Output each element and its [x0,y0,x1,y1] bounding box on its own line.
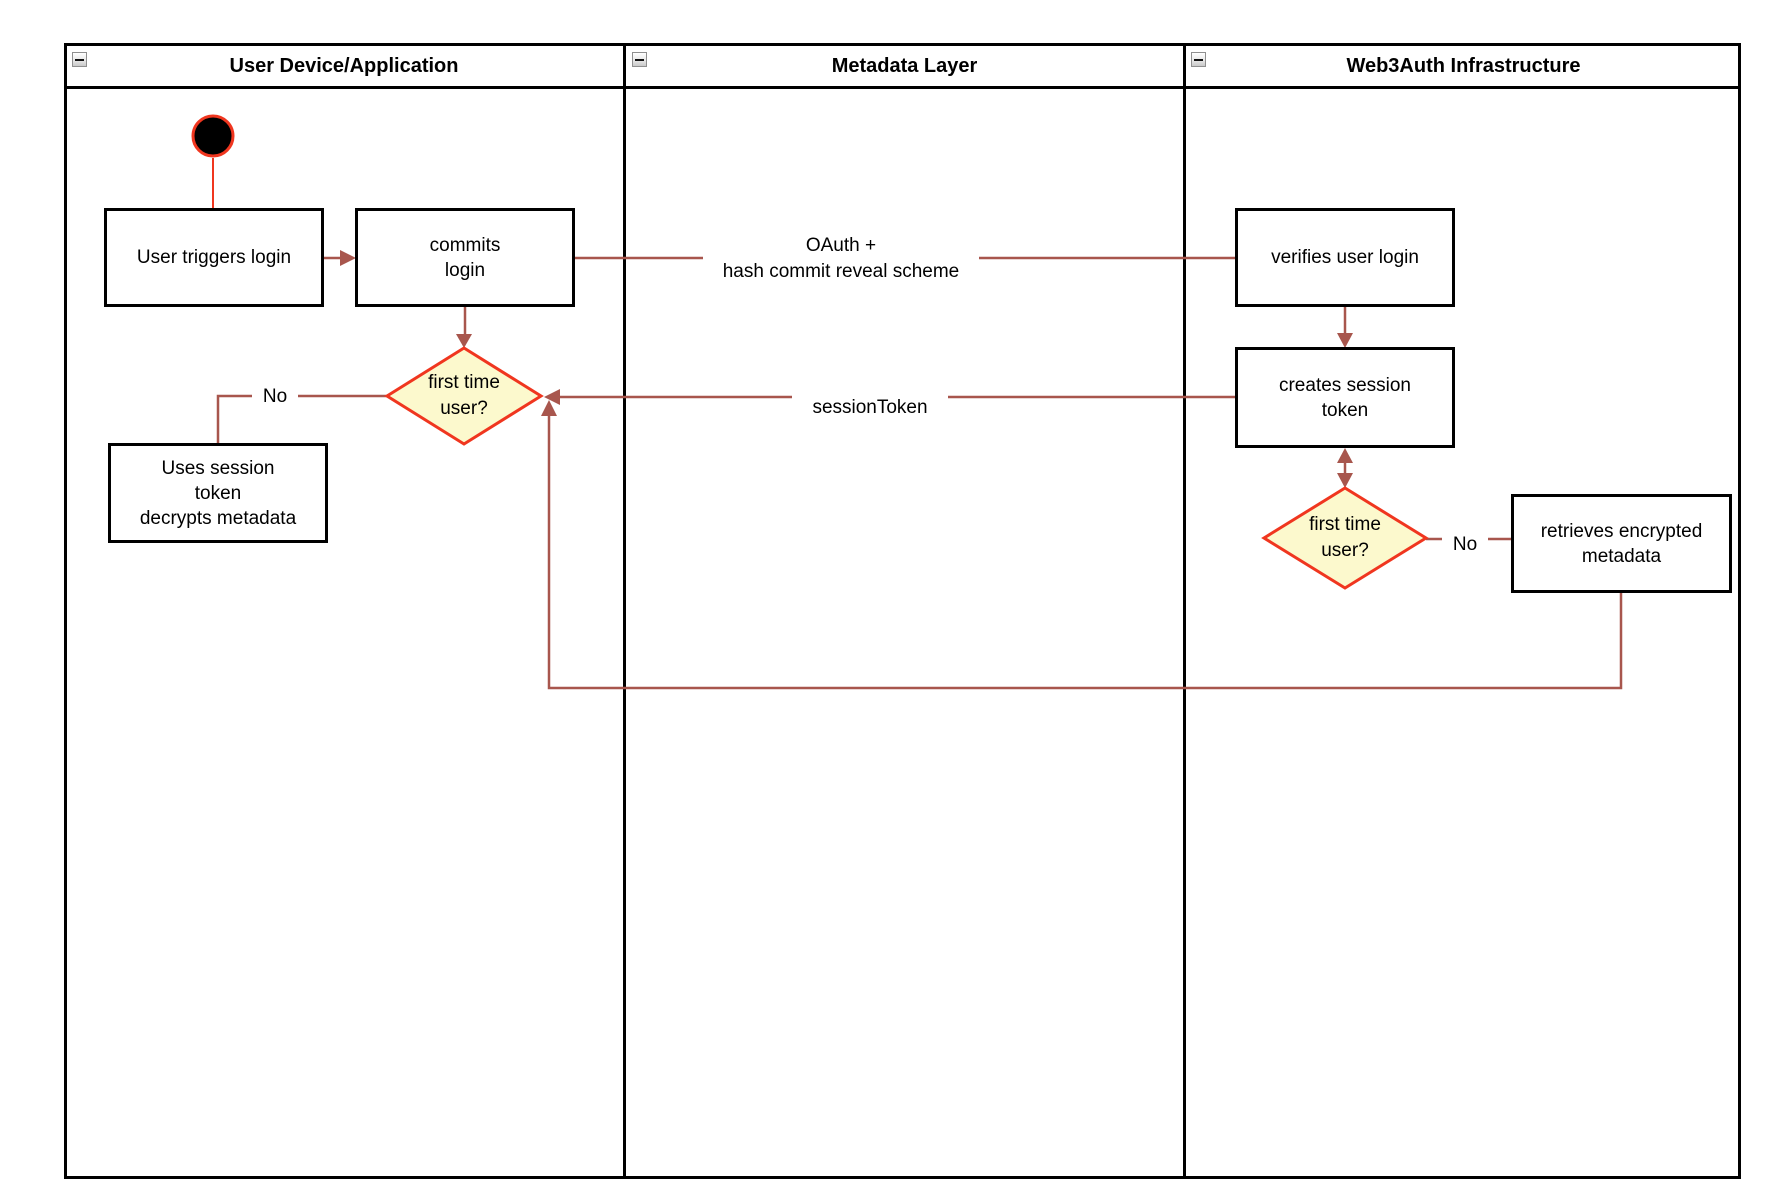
decision-first-time-user-device[interactable] [384,346,544,446]
arrowhead-left-device-diamond [544,389,560,405]
collapse-icon[interactable] [1191,52,1206,67]
edge-label-no-infra: No [1442,532,1488,557]
arrowhead-down-infra-diamond [1337,473,1353,488]
node-retrieves-encrypted-metadata[interactable]: retrieves encrypted metadata [1511,494,1732,593]
collapse-icon[interactable] [632,52,647,67]
node-user-triggers-login[interactable]: User triggers login [104,208,324,307]
edge-label-no-device: No [252,384,298,409]
decision-label-first-time-user-infra: first time user? [1309,514,1381,561]
arrowhead-up-feedback [541,400,557,416]
arrowhead-down-device-diamond [456,334,472,348]
lane-header-separator [64,86,1741,89]
node-creates-session-token[interactable]: creates session token [1235,347,1455,448]
edge-label-session-token: sessionToken [792,395,948,420]
minus-icon [75,58,84,61]
decision-label-first-time-user-device: first time user? [428,372,500,419]
node-verifies-user-login[interactable]: verifies user login [1235,208,1455,307]
edge-feedback-loop [547,416,1623,690]
minus-icon [635,58,644,61]
minus-icon [1194,58,1203,61]
lane-divider-1 [623,43,626,1179]
pool-frame [64,43,1741,1179]
start-node[interactable] [191,114,235,158]
edge-no-device [216,394,387,443]
node-commits-login[interactable]: commits login [355,208,575,307]
arrowhead-right-commits [340,250,356,266]
lane-divider-2 [1183,43,1186,1179]
arrowhead-up-creates [1337,448,1353,463]
arrowhead-down-creates [1337,333,1353,348]
lane-title-user-device: User Device/Application [229,54,459,77]
node-uses-session-token[interactable]: Uses session token decrypts metadata [108,443,328,543]
lane-title-metadata-layer: Metadata Layer [831,54,978,77]
lane-title-web3auth-infrastructure: Web3Auth Infrastructure [1346,54,1581,77]
decision-first-time-user-infra[interactable] [1261,486,1429,590]
edge-label-oauth: OAuth + hash commit reveal scheme [703,233,979,285]
collapse-icon[interactable] [72,52,87,67]
